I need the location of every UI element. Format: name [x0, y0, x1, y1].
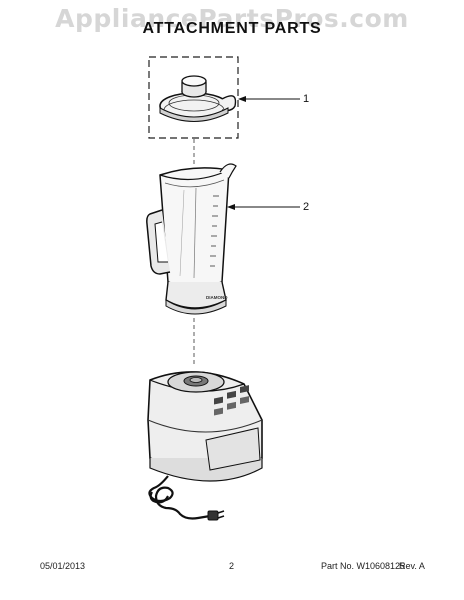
plug-icon — [207, 510, 225, 521]
watermark: AppliancePartsPros.com — [55, 4, 409, 33]
footer-page-number: 2 — [229, 561, 235, 571]
callout-number-1: 1 — [303, 93, 310, 105]
power-cord-icon — [148, 475, 211, 520]
pitcher-icon — [146, 163, 237, 315]
lid-icon — [148, 56, 239, 139]
page-title: ATTACHMENT PARTS — [142, 20, 322, 37]
motor-base-icon — [147, 371, 263, 482]
footer-date: 05/01/2013 — [40, 561, 86, 571]
callout-arrow-1 — [238, 96, 300, 102]
footer-revision: Rev. A — [399, 561, 425, 571]
callout-number-2: 2 — [303, 201, 310, 213]
jar-marking: DIAMOND — [206, 295, 228, 300]
callout-arrow-2 — [227, 204, 300, 210]
footer-part-number: Part No. W10608125 — [321, 561, 406, 571]
